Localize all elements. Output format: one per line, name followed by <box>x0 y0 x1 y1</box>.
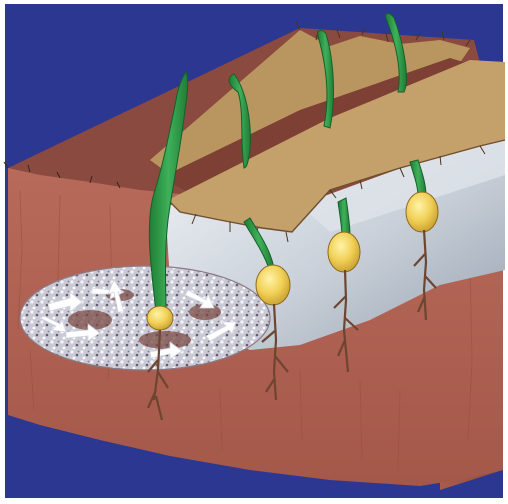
seed <box>256 265 290 305</box>
seed <box>147 306 173 330</box>
crust-layer <box>20 266 270 370</box>
seed <box>406 192 438 232</box>
seed <box>328 232 360 272</box>
